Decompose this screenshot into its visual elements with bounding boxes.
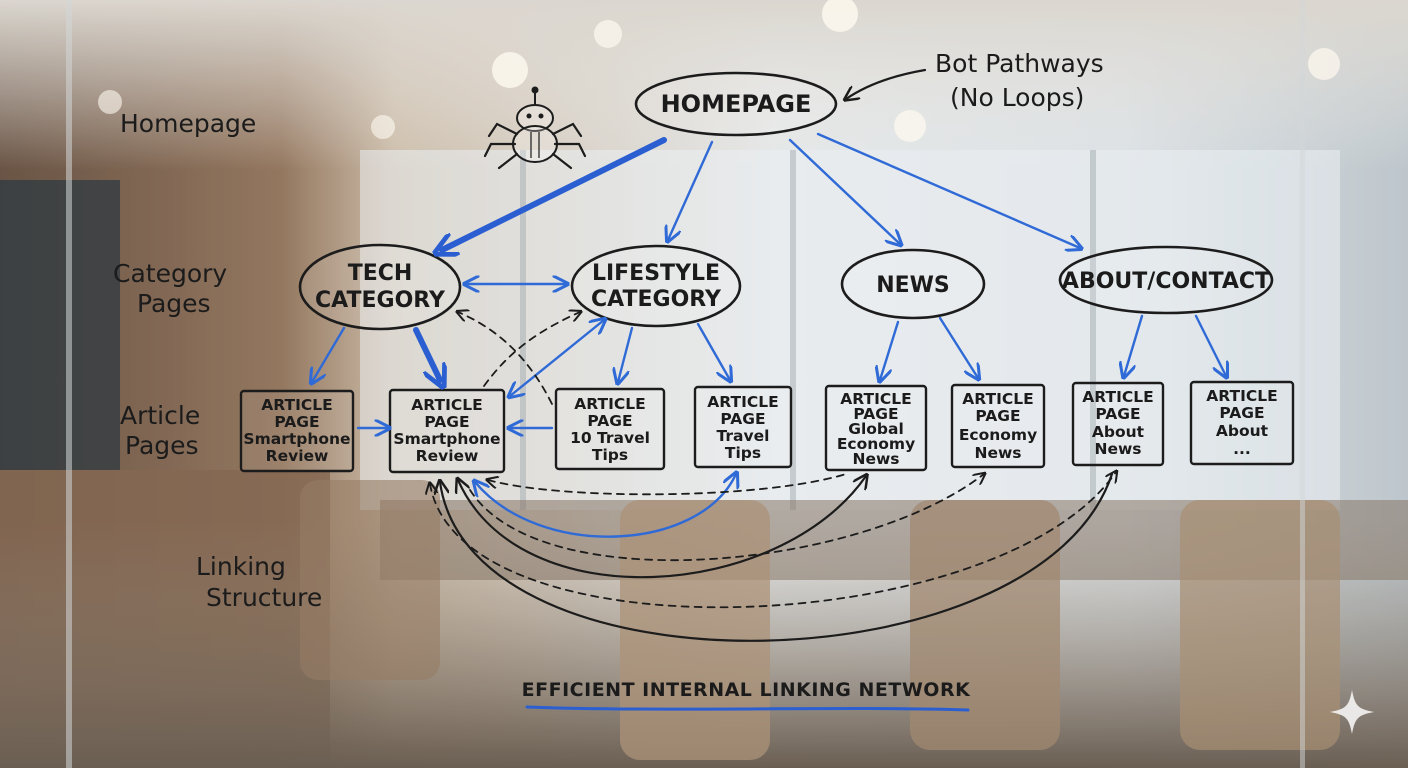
svg-text:PAGE: PAGE bbox=[1095, 405, 1140, 423]
svg-text:PAGE: PAGE bbox=[587, 412, 632, 430]
category-about-contact-line1: ABOUT/CONTACT bbox=[1062, 269, 1270, 294]
svg-text:Tips: Tips bbox=[592, 446, 628, 464]
category-node-about-contact: ABOUT/CONTACT bbox=[1060, 247, 1272, 313]
article-box-4: ARTICLE PAGE Travel Tips bbox=[695, 387, 791, 467]
homepage-node: HOMEPAGE bbox=[636, 73, 836, 135]
svg-text:ARTICLE: ARTICLE bbox=[574, 395, 645, 413]
svg-text:ARTICLE: ARTICLE bbox=[1082, 388, 1153, 406]
svg-text:About: About bbox=[1092, 423, 1145, 441]
svg-text:About: About bbox=[1216, 422, 1269, 440]
category-node-lifestyle: LIFESTYLE CATEGORY bbox=[572, 246, 740, 326]
article-box-5: ARTICLE PAGE Global Economy News bbox=[826, 386, 926, 470]
svg-text:PAGE: PAGE bbox=[1219, 404, 1264, 422]
svg-text:News: News bbox=[852, 450, 899, 468]
svg-text:ARTICLE: ARTICLE bbox=[707, 393, 778, 411]
category-label-line2: Pages bbox=[137, 289, 211, 318]
svg-text:ARTICLE: ARTICLE bbox=[261, 396, 332, 414]
svg-text:ARTICLE: ARTICLE bbox=[962, 390, 1033, 408]
category-lifestyle-line2: CATEGORY bbox=[591, 287, 722, 312]
article-box-7: ARTICLE PAGE About News bbox=[1073, 383, 1163, 465]
homepage-node-label: HOMEPAGE bbox=[661, 90, 812, 118]
category-label-line1: Category bbox=[113, 259, 227, 288]
article-label-line2: Pages bbox=[125, 431, 199, 460]
svg-text:Economy: Economy bbox=[959, 426, 1037, 444]
svg-text:Smartphone: Smartphone bbox=[243, 430, 350, 448]
footer-title-text: EFFICIENT INTERNAL LINKING NETWORK bbox=[522, 679, 971, 701]
svg-text:PAGE: PAGE bbox=[424, 413, 469, 431]
svg-text:PAGE: PAGE bbox=[720, 410, 765, 428]
category-tech-line2: CATEGORY bbox=[315, 288, 446, 313]
linking-label-line2: Structure bbox=[206, 583, 322, 612]
category-news-line1: NEWS bbox=[876, 273, 950, 298]
article-label-line1: Article bbox=[120, 401, 200, 430]
svg-text:...: ... bbox=[1233, 440, 1251, 458]
bot-pathways-line1: Bot Pathways bbox=[935, 49, 1104, 78]
article-box-8: ARTICLE PAGE About ... bbox=[1191, 382, 1293, 464]
bot-pathways-line2: (No Loops) bbox=[950, 83, 1084, 112]
svg-text:Tips: Tips bbox=[725, 444, 761, 462]
svg-text:Review: Review bbox=[416, 447, 479, 465]
svg-text:News: News bbox=[974, 444, 1021, 462]
category-lifestyle-line1: LIFESTYLE bbox=[592, 261, 720, 286]
article-box-6: ARTICLE PAGE Economy News bbox=[952, 385, 1044, 467]
category-node-news: NEWS bbox=[842, 250, 984, 318]
linking-label-line1: Linking bbox=[196, 552, 286, 581]
svg-text:PAGE: PAGE bbox=[975, 407, 1020, 425]
svg-text:Smartphone: Smartphone bbox=[393, 430, 500, 448]
svg-text:ARTICLE: ARTICLE bbox=[1206, 387, 1277, 405]
category-node-tech: TECH CATEGORY bbox=[300, 245, 460, 329]
homepage-label: Homepage bbox=[120, 109, 256, 138]
article-box-2: ARTICLE PAGE Smartphone Review bbox=[390, 390, 504, 472]
svg-text:Travel: Travel bbox=[717, 427, 770, 445]
category-tech-line1: TECH bbox=[348, 261, 413, 286]
article-box-1: ARTICLE PAGE Smartphone Review bbox=[241, 391, 353, 471]
svg-text:Review: Review bbox=[266, 447, 329, 465]
svg-text:PAGE: PAGE bbox=[274, 413, 319, 431]
svg-text:ARTICLE: ARTICLE bbox=[411, 396, 482, 414]
svg-text:10 Travel: 10 Travel bbox=[570, 429, 650, 447]
svg-text:News: News bbox=[1094, 440, 1141, 458]
article-box-3: ARTICLE PAGE 10 Travel Tips bbox=[556, 389, 664, 469]
